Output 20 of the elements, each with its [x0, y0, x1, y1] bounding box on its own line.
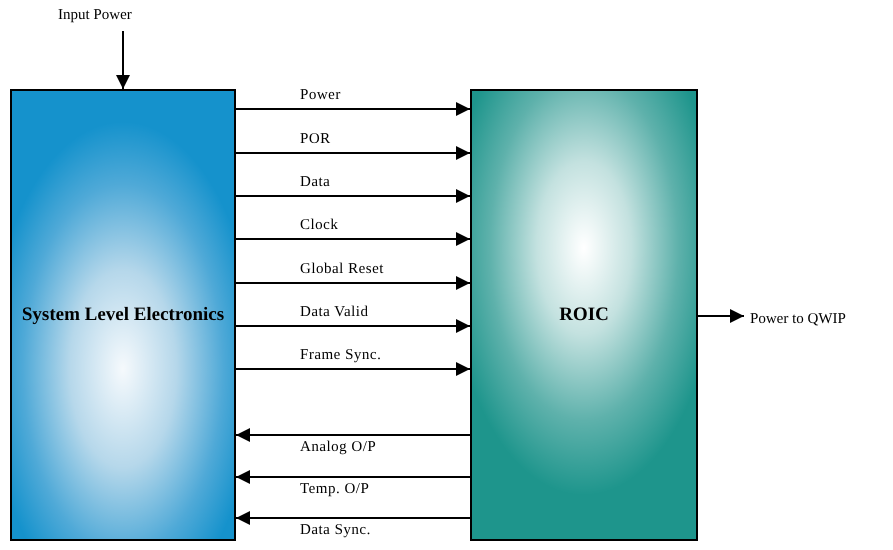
edge-label: Temp. O/P — [298, 481, 372, 498]
arrow — [236, 319, 470, 333]
arrow — [236, 146, 470, 160]
arrow — [236, 189, 470, 203]
arrow — [236, 428, 470, 442]
arrow — [236, 232, 470, 246]
block-title: System Level Electronics — [22, 302, 224, 327]
arrow — [236, 362, 470, 376]
signal-label: Power to QWIP — [750, 311, 846, 329]
arrow — [236, 102, 470, 116]
edge-label: Analog O/P — [298, 439, 378, 456]
arrow — [698, 309, 744, 323]
roic-block — [470, 89, 698, 541]
arrow — [116, 31, 130, 89]
arrow — [236, 470, 470, 484]
arrow — [236, 276, 470, 290]
signal-label: Input Power — [58, 7, 132, 25]
electronics-block — [10, 89, 236, 541]
arrow — [236, 511, 470, 525]
block-title: ROIC — [559, 302, 609, 327]
